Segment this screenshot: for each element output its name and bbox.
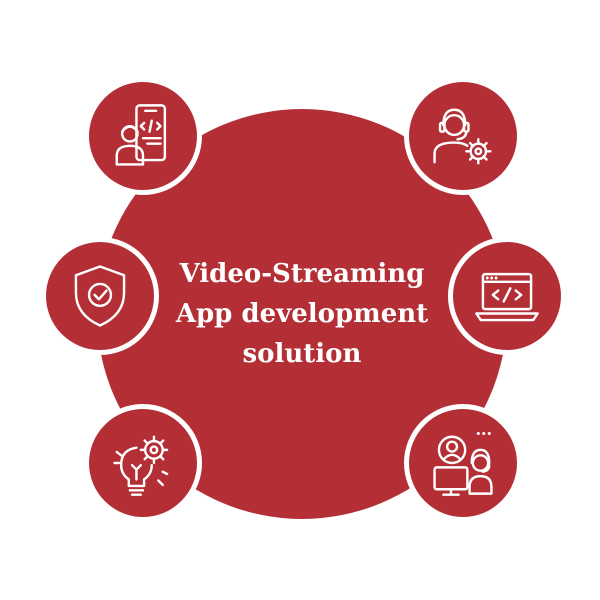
hub-title-line-3: solution <box>242 339 362 370</box>
hub-title: Video-Streaming App development solution <box>176 254 428 375</box>
node-coding <box>448 237 566 355</box>
hub-title-line-1: Video-Streaming <box>179 258 425 289</box>
node-developer <box>84 77 202 195</box>
node-support <box>404 77 522 195</box>
shield-check-icon <box>74 265 126 327</box>
node-video-call <box>404 404 522 522</box>
lightbulb-gear-icon <box>113 435 169 496</box>
video-call-agent-icon <box>433 431 493 496</box>
node-innovation <box>84 404 202 522</box>
node-security <box>41 237 159 355</box>
support-agent-gear-icon <box>433 108 492 165</box>
laptop-code-icon <box>475 272 539 322</box>
hub-title-line-2: App development <box>175 298 429 329</box>
developer-phone-code-icon <box>115 104 167 166</box>
